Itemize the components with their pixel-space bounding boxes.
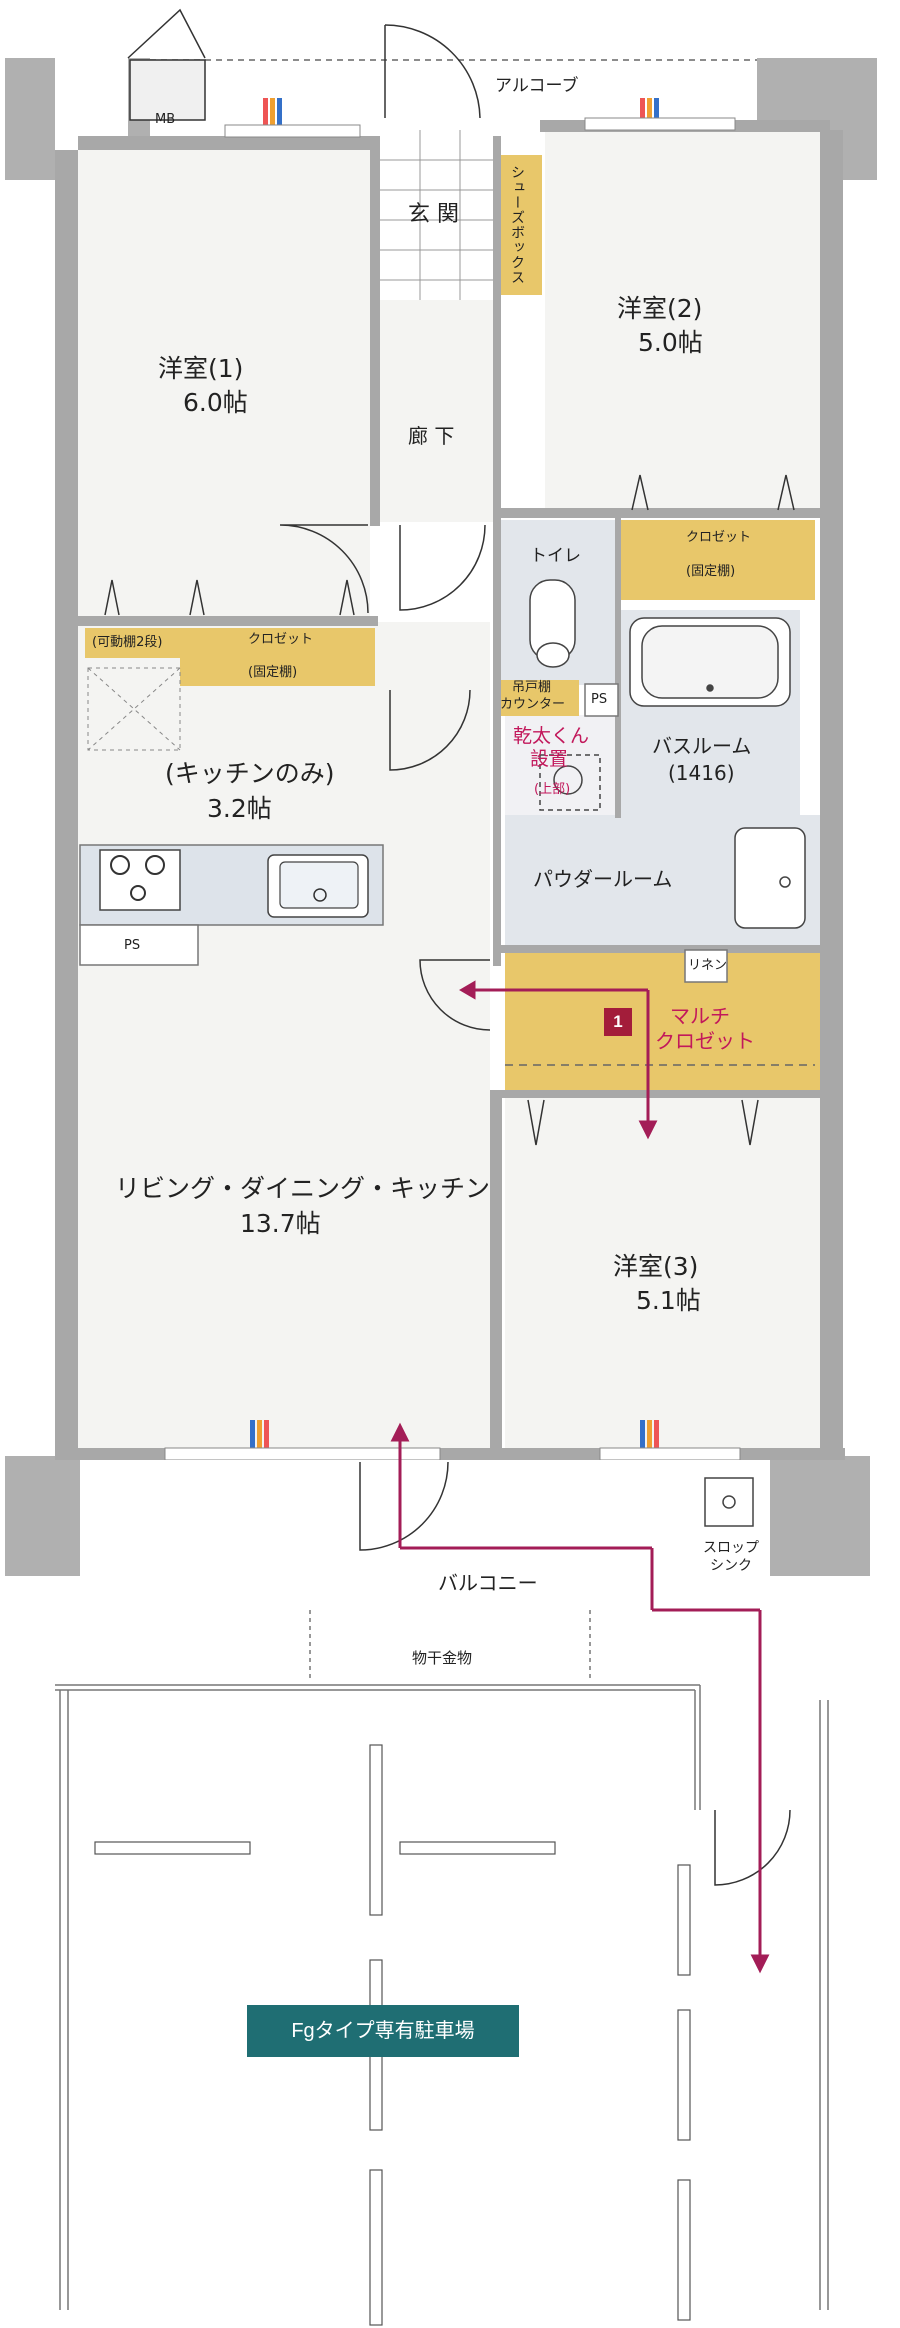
entrance-door-icon xyxy=(384,24,481,119)
balcony xyxy=(55,1460,829,2310)
slop-sink-label-1: スロップ xyxy=(703,1540,759,1556)
ps-box-kitchen xyxy=(79,924,199,966)
wall-top-left xyxy=(78,136,378,150)
parking-label: Fgタイプ専有駐車場 xyxy=(247,2005,519,2057)
bath-size-label: (1416) xyxy=(668,761,735,785)
multi-closet-badge: 1 xyxy=(604,1008,632,1036)
kitchen-only-size: 3.2帖 xyxy=(207,794,272,823)
counter-label: カウンター xyxy=(500,697,566,712)
wall-w1-corridor xyxy=(370,136,380,526)
floor-western1 xyxy=(78,150,370,622)
upper-label: (上部) xyxy=(534,782,571,797)
interior-door-icons xyxy=(279,524,491,1031)
wall-ldk-w3 xyxy=(490,1090,502,1460)
kitchen-only-name: (キッチンのみ) xyxy=(165,759,335,788)
toilet-label: トイレ xyxy=(530,546,581,566)
movable-shelf-label: (可動棚2段) xyxy=(92,635,163,650)
closet2-fixed-label: (固定棚) xyxy=(686,564,736,579)
dryer-icon xyxy=(539,754,601,811)
mb-label: MB xyxy=(155,112,176,127)
floor-kantakun xyxy=(505,715,620,815)
utility-marks xyxy=(250,98,659,1450)
drying-hardware-label: 物干金物 xyxy=(412,1649,473,1667)
multi-closet-area xyxy=(505,952,820,1092)
alcove-label: アルコーブ xyxy=(495,76,579,96)
circulation-arrows xyxy=(390,980,770,1974)
ps-toilet-label: PS xyxy=(591,692,608,707)
closet1-fixed-label: (固定棚) xyxy=(248,665,298,680)
ldk-size: 13.7帖 xyxy=(240,1209,321,1238)
wall-corridor-right xyxy=(493,136,501,966)
floor-western3 xyxy=(505,1090,820,1457)
shoe-box-label: シューズボックス xyxy=(509,165,525,285)
slop-sink-label-2: シンク xyxy=(710,1558,752,1574)
entrance-label: 玄 関 xyxy=(408,202,459,227)
western2-name: 洋室(2) xyxy=(617,294,703,323)
closet2-label: クロゼット xyxy=(686,530,752,545)
counter-area xyxy=(497,680,579,716)
fridge-space-icon xyxy=(87,667,181,751)
bathtub-icon xyxy=(629,617,791,707)
wall-right xyxy=(820,130,843,1460)
hanging-shelf-label: 吊戸棚 xyxy=(512,680,552,695)
mb-door-icon xyxy=(127,8,206,121)
floor-ldk xyxy=(78,622,490,1457)
slop-sink-icon xyxy=(704,1477,754,1527)
balcony-door-icons xyxy=(359,1461,791,1886)
vanity-icon xyxy=(734,827,806,929)
shoe-box-area xyxy=(497,155,542,295)
wall-multicloset-bottom xyxy=(493,1090,823,1098)
balcony-label: バルコニー xyxy=(438,1571,538,1595)
toilet-icon xyxy=(529,579,576,668)
wall-left xyxy=(55,150,78,1460)
western3-size: 5.1帖 xyxy=(636,1286,701,1315)
wall-w2-bottom xyxy=(493,508,823,518)
ldk-name: リビング・ダイニング・キッチン xyxy=(115,1174,491,1203)
wall-toilet-bath xyxy=(615,518,621,818)
floor-entrance xyxy=(380,130,490,300)
bathroom-label: バスルーム xyxy=(652,734,752,758)
corridor-label: 廊 下 xyxy=(408,424,455,448)
closet-western1 xyxy=(180,628,375,686)
powder-room-label: パウダールーム xyxy=(533,867,673,891)
floor-western2 xyxy=(545,130,820,508)
linen-label: リネン xyxy=(688,958,728,973)
column-top-left xyxy=(5,58,55,180)
linen-box xyxy=(684,949,728,983)
multi-closet-label-2: クロゼット xyxy=(655,1029,755,1053)
floor-corridor xyxy=(380,300,493,522)
western1-size: 6.0帖 xyxy=(183,388,248,417)
closet-door-marks xyxy=(104,474,795,1146)
western2-size: 5.0帖 xyxy=(638,328,703,357)
column-balcony-right xyxy=(770,1456,870,1576)
ps-box-toilet xyxy=(584,683,619,717)
western1-name: 洋室(1) xyxy=(158,354,244,383)
kitchen-counter xyxy=(79,844,384,926)
entrance-tiles xyxy=(380,130,493,300)
install-label: 設置 xyxy=(530,748,569,770)
column-balcony-left xyxy=(5,1456,80,1576)
kantakun-label: 乾太くん xyxy=(513,725,590,747)
closet1-label: クロゼット xyxy=(248,632,314,647)
drying-hardware-marks xyxy=(309,1610,591,1680)
ps-kitchen-label: PS xyxy=(124,938,141,953)
windows xyxy=(164,117,741,1461)
wall-powder-bottom xyxy=(493,945,823,953)
western3-name: 洋室(3) xyxy=(613,1252,699,1281)
floor-areas xyxy=(78,130,820,1457)
wall-w1-bottom xyxy=(78,616,378,626)
multi-closet-label-1: マルチ xyxy=(670,1004,730,1028)
movable-shelf-area xyxy=(85,628,180,658)
closet-western2 xyxy=(620,520,815,600)
